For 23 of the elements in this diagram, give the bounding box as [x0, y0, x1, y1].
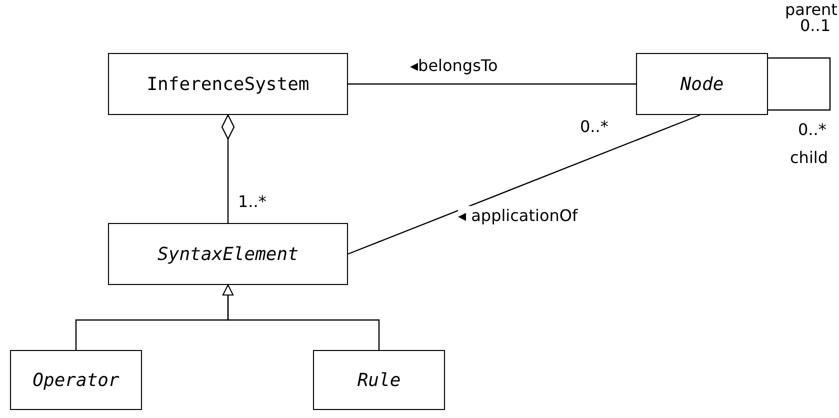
class-name: Node: [680, 74, 724, 94]
multiplicity-label: 1..*: [238, 192, 266, 211]
edge-label: ◂ applicationOf: [458, 206, 578, 225]
class-box: [313, 350, 445, 410]
multiplicity-label: child: [790, 148, 828, 167]
association-line: [768, 57, 831, 111]
generalization-arrow: [222, 284, 380, 350]
class-box: [636, 53, 768, 115]
association-line: [348, 114, 700, 255]
class-box: [108, 223, 348, 285]
association-line: [348, 83, 636, 85]
class-name: Operator: [32, 370, 120, 390]
edge-label: ◂belongsTo: [410, 56, 498, 75]
class-box: [10, 350, 142, 410]
multiplicity-label: 0..1: [800, 16, 831, 35]
multiplicity-label: 0..*: [580, 117, 608, 136]
multiplicity-label: parent: [785, 0, 838, 19]
class-name: InferenceSystem: [146, 74, 310, 94]
class-box: [108, 53, 348, 115]
aggregation-line: [221, 114, 235, 223]
class-name: Rule: [357, 370, 401, 390]
class-name: SyntaxElement: [158, 244, 298, 264]
multiplicity-label: 0..*: [798, 120, 826, 139]
